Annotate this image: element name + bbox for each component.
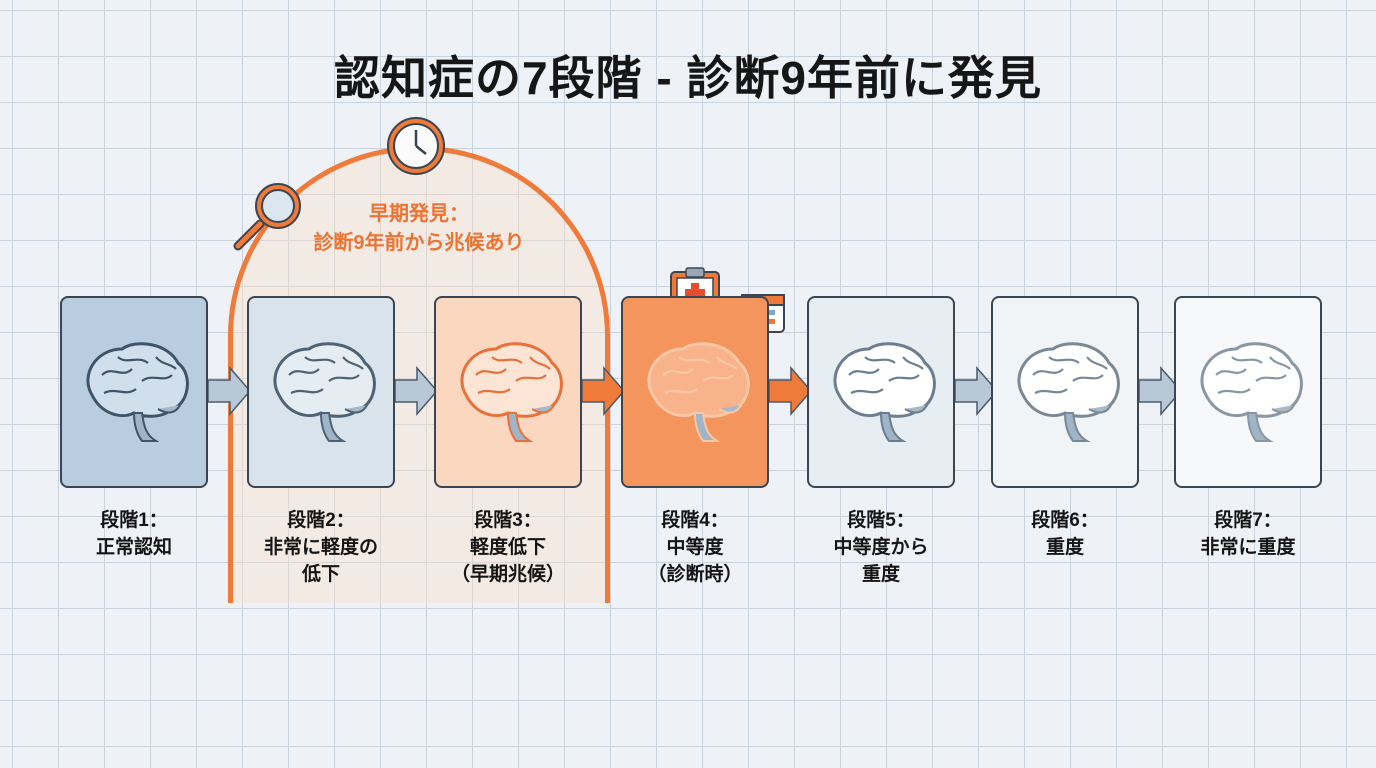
arrow-icon [582, 366, 625, 416]
stage-description: 正常認知 [95, 537, 172, 558]
stage-name: 段階6： [1031, 510, 1099, 531]
stage-1-card [60, 296, 208, 488]
stage-3-card [434, 296, 582, 488]
brain-icon [72, 335, 196, 450]
arrow-icon [955, 366, 998, 416]
stage-description: （早期兆候） [450, 564, 565, 585]
stage-6-label: 段階6： 重度 [980, 507, 1150, 561]
stage-4-card [621, 296, 769, 488]
brain-icon [1003, 335, 1127, 450]
stage-description: 非常に重度 [1200, 537, 1296, 558]
stage-name: 段階3： [474, 510, 542, 531]
early-detection-heading: 早期発見： [369, 203, 469, 225]
stage-6-card [991, 296, 1139, 488]
stage-name: 段階7： [1214, 510, 1282, 531]
stage-name: 段階5： [847, 510, 915, 531]
stage-5-label: 段階5： 中等度から重度 [796, 507, 966, 588]
stage-description: 軽度低下 [469, 537, 546, 558]
arrow-icon [395, 366, 438, 416]
arrow-icon [208, 366, 251, 416]
stage-5-card [807, 296, 955, 488]
stage-3-label: 段階3： 軽度低下 （早期兆候） [423, 507, 593, 588]
brain-icon [819, 335, 943, 450]
stage-name: 段階2： [287, 510, 355, 531]
stage-description: 中等度 [666, 537, 724, 558]
stage-4-label: 段階4： 中等度 （診断時） [610, 507, 780, 588]
stage-description: 重度 [861, 564, 900, 585]
stage-7-card [1174, 296, 1322, 488]
early-detection-detail: 診断9年前から兆候あり [313, 232, 525, 254]
arrow-icon [769, 366, 812, 416]
stage-2-label: 段階2： 非常に軽度の低下 [236, 507, 406, 588]
stage-description: 重度 [1045, 537, 1084, 558]
early-detection-text: 早期発見： 診断9年前から兆候あり [228, 200, 610, 258]
brain-icon [1186, 335, 1310, 450]
brain-icon [633, 335, 757, 450]
stage-name: 段階4： [661, 510, 729, 531]
stage-description: 低下 [301, 564, 340, 585]
stage-description: （診断時） [647, 564, 743, 585]
stage-description: 非常に軽度の [263, 537, 378, 558]
stage-description: 中等度から [833, 537, 929, 558]
stage-1-label: 段階1： 正常認知 [49, 507, 219, 561]
stage-2-card [247, 296, 395, 488]
arrow-icon [1139, 366, 1182, 416]
stage-7-label: 段階7： 非常に重度 [1163, 507, 1333, 561]
clock-icon [387, 117, 445, 175]
magnifier-icon [233, 183, 301, 251]
brain-icon [446, 335, 570, 450]
brain-icon [259, 335, 383, 450]
page-title: 認知症の7段階 - 診断9年前に発見 [333, 52, 1043, 104]
stage-name: 段階1： [100, 510, 168, 531]
